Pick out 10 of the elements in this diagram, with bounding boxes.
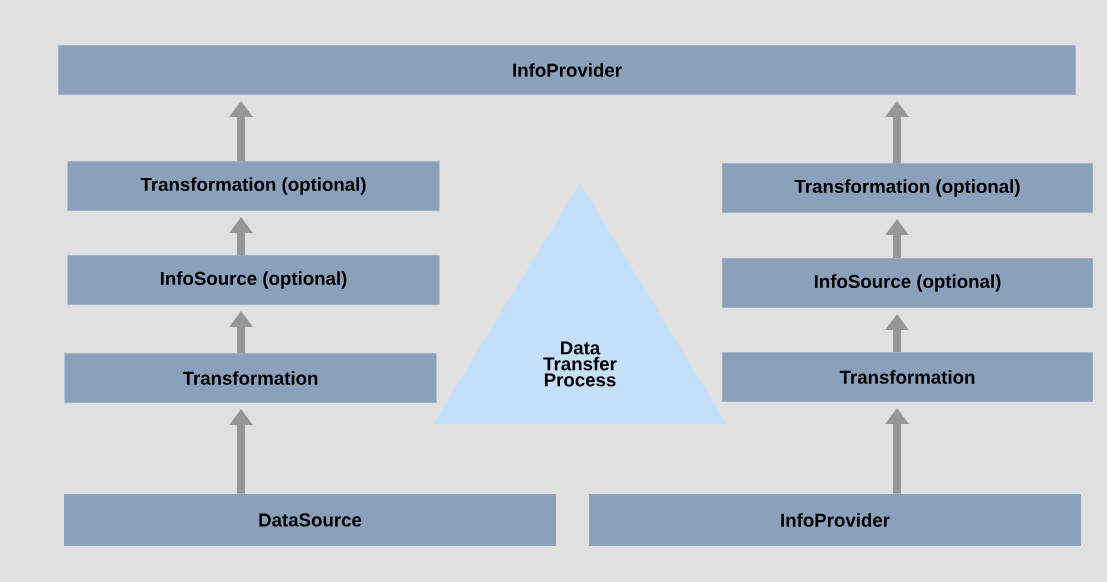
process-box: DataSource (64, 494, 556, 546)
process-box: InfoProvider (58, 45, 1076, 95)
process-box: Transformation (optional) (67, 161, 440, 211)
process-box: Transformation (64, 353, 437, 403)
process-box: Transformation (optional) (722, 163, 1093, 213)
process-box: InfoSource (optional) (67, 255, 440, 305)
process-box: Transformation (722, 352, 1093, 402)
process-box: InfoProvider (589, 494, 1081, 546)
triangle: Data Transfer Process (433, 183, 727, 424)
process-box: InfoSource (optional) (722, 258, 1093, 308)
